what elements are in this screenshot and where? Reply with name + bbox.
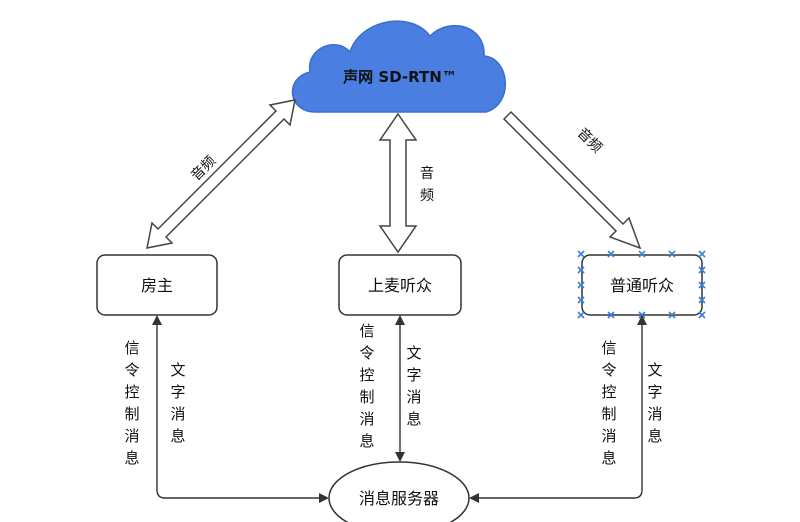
svg-text:字: 字 (647, 383, 662, 401)
svg-text:息: 息 (647, 427, 662, 445)
svg-text:文: 文 (647, 361, 662, 379)
svg-text:信: 信 (601, 339, 616, 357)
svg-text:消: 消 (359, 410, 374, 428)
svg-text:文: 文 (406, 344, 421, 362)
normal-audio-label: 音频 (574, 124, 606, 156)
svg-text:文: 文 (170, 361, 185, 379)
svg-text:息: 息 (359, 432, 374, 450)
svg-text:控: 控 (601, 383, 616, 401)
mic-audience-node: 上麦听众 (338, 254, 462, 316)
host-text-label: 文 字 消 息 (170, 361, 185, 445)
svg-text:控: 控 (359, 366, 374, 384)
svg-text:消: 消 (601, 427, 616, 445)
mic-signaling-label: 信 令 控 制 消 息 (359, 322, 374, 450)
normal-signaling-label: 信 令 控 制 消 息 (601, 339, 616, 467)
message-server-node: 消息服务器 (328, 461, 470, 522)
svg-text:令: 令 (601, 361, 616, 379)
normal-audio-arrow (502, 110, 642, 250)
svg-text:息: 息 (406, 410, 421, 428)
host-label: 房主 (141, 276, 173, 295)
host-audio-arrow (146, 99, 296, 249)
host-server-connector (152, 315, 329, 503)
svg-text:控: 控 (124, 383, 139, 401)
cloud-label: 声网 SD-RTN™ (342, 68, 457, 86)
svg-text:信: 信 (359, 322, 374, 340)
svg-text:息: 息 (601, 449, 616, 467)
svg-text:字: 字 (406, 366, 421, 384)
svg-text:令: 令 (124, 361, 139, 379)
mic-text-label: 文 字 消 息 (406, 344, 421, 428)
svg-text:信: 信 (124, 339, 139, 357)
svg-text:消: 消 (406, 388, 421, 406)
normal-text-label: 文 字 消 息 (647, 361, 662, 445)
cloud-sd-rtn: 声网 SD-RTN™ (291, 20, 507, 113)
cloud-shape (291, 20, 507, 113)
svg-text:制: 制 (601, 405, 616, 423)
normal-audience-label: 普通听众 (610, 276, 674, 295)
mic-audio-label-2: 频 (420, 188, 434, 204)
normal-audience-node: 普通听众 (577, 250, 706, 319)
host-node: 房主 (96, 254, 218, 316)
svg-text:息: 息 (170, 427, 185, 445)
svg-text:令: 令 (359, 344, 374, 362)
host-signaling-label: 信 令 控 制 消 息 (124, 339, 139, 467)
svg-text:制: 制 (359, 388, 374, 406)
svg-text:消: 消 (170, 405, 185, 423)
svg-text:消: 消 (124, 427, 139, 445)
mic-audio-label-1: 音 (420, 165, 434, 182)
mic-audience-label: 上麦听众 (368, 276, 432, 295)
svg-text:制: 制 (124, 405, 139, 423)
svg-text:消: 消 (647, 405, 662, 423)
normal-server-connector (469, 315, 647, 503)
svg-text:字: 字 (170, 383, 185, 401)
message-server-label: 消息服务器 (359, 489, 439, 508)
svg-text:息: 息 (124, 449, 139, 467)
mic-audio-arrow (378, 112, 418, 254)
